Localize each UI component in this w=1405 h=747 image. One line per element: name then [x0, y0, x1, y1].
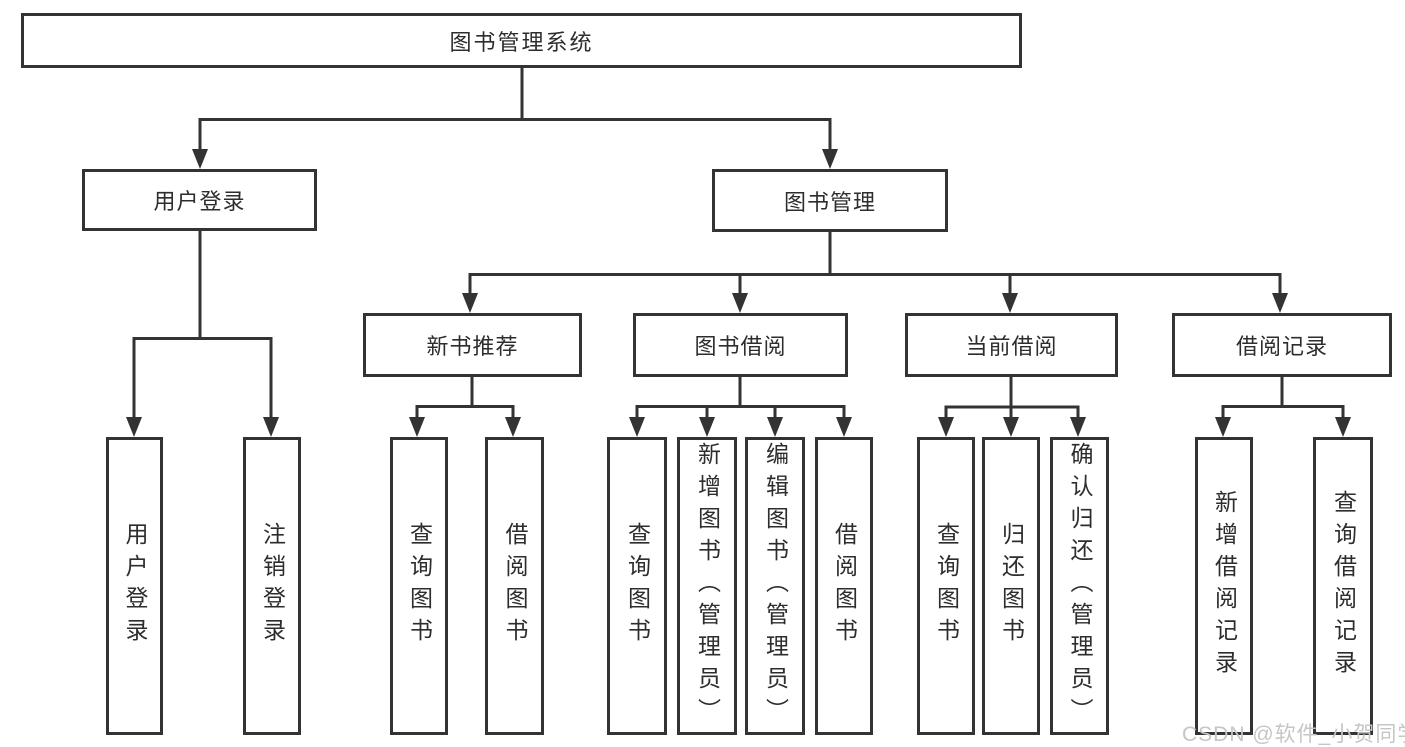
connector-records-rail [1221, 405, 1345, 419]
leaf-borrow-edit-books-admin: 编辑图书（管理员） [745, 437, 805, 735]
node-user-login: 用户登录 [82, 169, 317, 231]
node-root: 图书管理系统 [21, 13, 1022, 68]
leaf-user-login: 用户登录 [106, 437, 163, 735]
leaf-newbook-borrow-books: 借阅图书 [485, 437, 544, 735]
node-book-borrowing: 图书借阅 [633, 313, 848, 377]
leaf-borrow-borrow-books: 借阅图书 [815, 437, 873, 735]
node-book-management: 图书管理 [712, 169, 948, 232]
arrowheads [126, 149, 1351, 437]
connector-borrow-rail [635, 405, 846, 419]
leaf-records-query-record: 查询借阅记录 [1313, 437, 1373, 735]
node-borrowing-records: 借阅记录 [1172, 313, 1392, 377]
leaf-current-confirm-return-admin: 确认归还（管理员） [1050, 437, 1109, 735]
leaf-records-add-record: 新增借阅记录 [1195, 437, 1253, 735]
leaf-borrow-query-books: 查询图书 [607, 437, 667, 735]
leaf-current-return-books: 归还图书 [982, 437, 1040, 735]
leaf-logout: 注销登录 [243, 437, 301, 735]
node-current-borrowing: 当前借阅 [905, 313, 1118, 377]
leaf-borrow-add-books-admin: 新增图书（管理员） [677, 437, 737, 735]
connector-level3-rail [468, 273, 1282, 295]
connector-level2-rail [198, 118, 832, 151]
connector-newbook-rail [415, 405, 515, 419]
csdn-watermark: CSDN @软件_小贺同学 [1182, 723, 1405, 746]
node-new-book-recommend: 新书推荐 [363, 313, 582, 377]
connector-userlogin-rail [132, 337, 273, 419]
leaf-current-query-books: 查询图书 [917, 437, 975, 735]
leaf-newbook-query-books: 查询图书 [390, 437, 448, 735]
